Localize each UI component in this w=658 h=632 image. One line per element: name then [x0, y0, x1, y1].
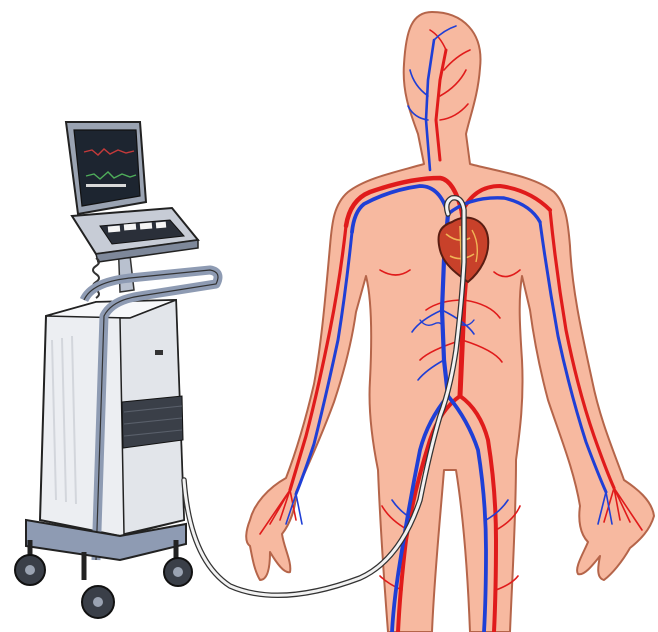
body-silhouette — [246, 12, 654, 632]
cart-body — [40, 300, 184, 536]
control-panel — [72, 208, 198, 262]
human-body — [246, 12, 654, 632]
ultrasound-cart — [15, 122, 218, 618]
monitor — [66, 122, 146, 214]
cart-vent-band — [122, 396, 183, 448]
cart-wheels — [15, 555, 192, 618]
